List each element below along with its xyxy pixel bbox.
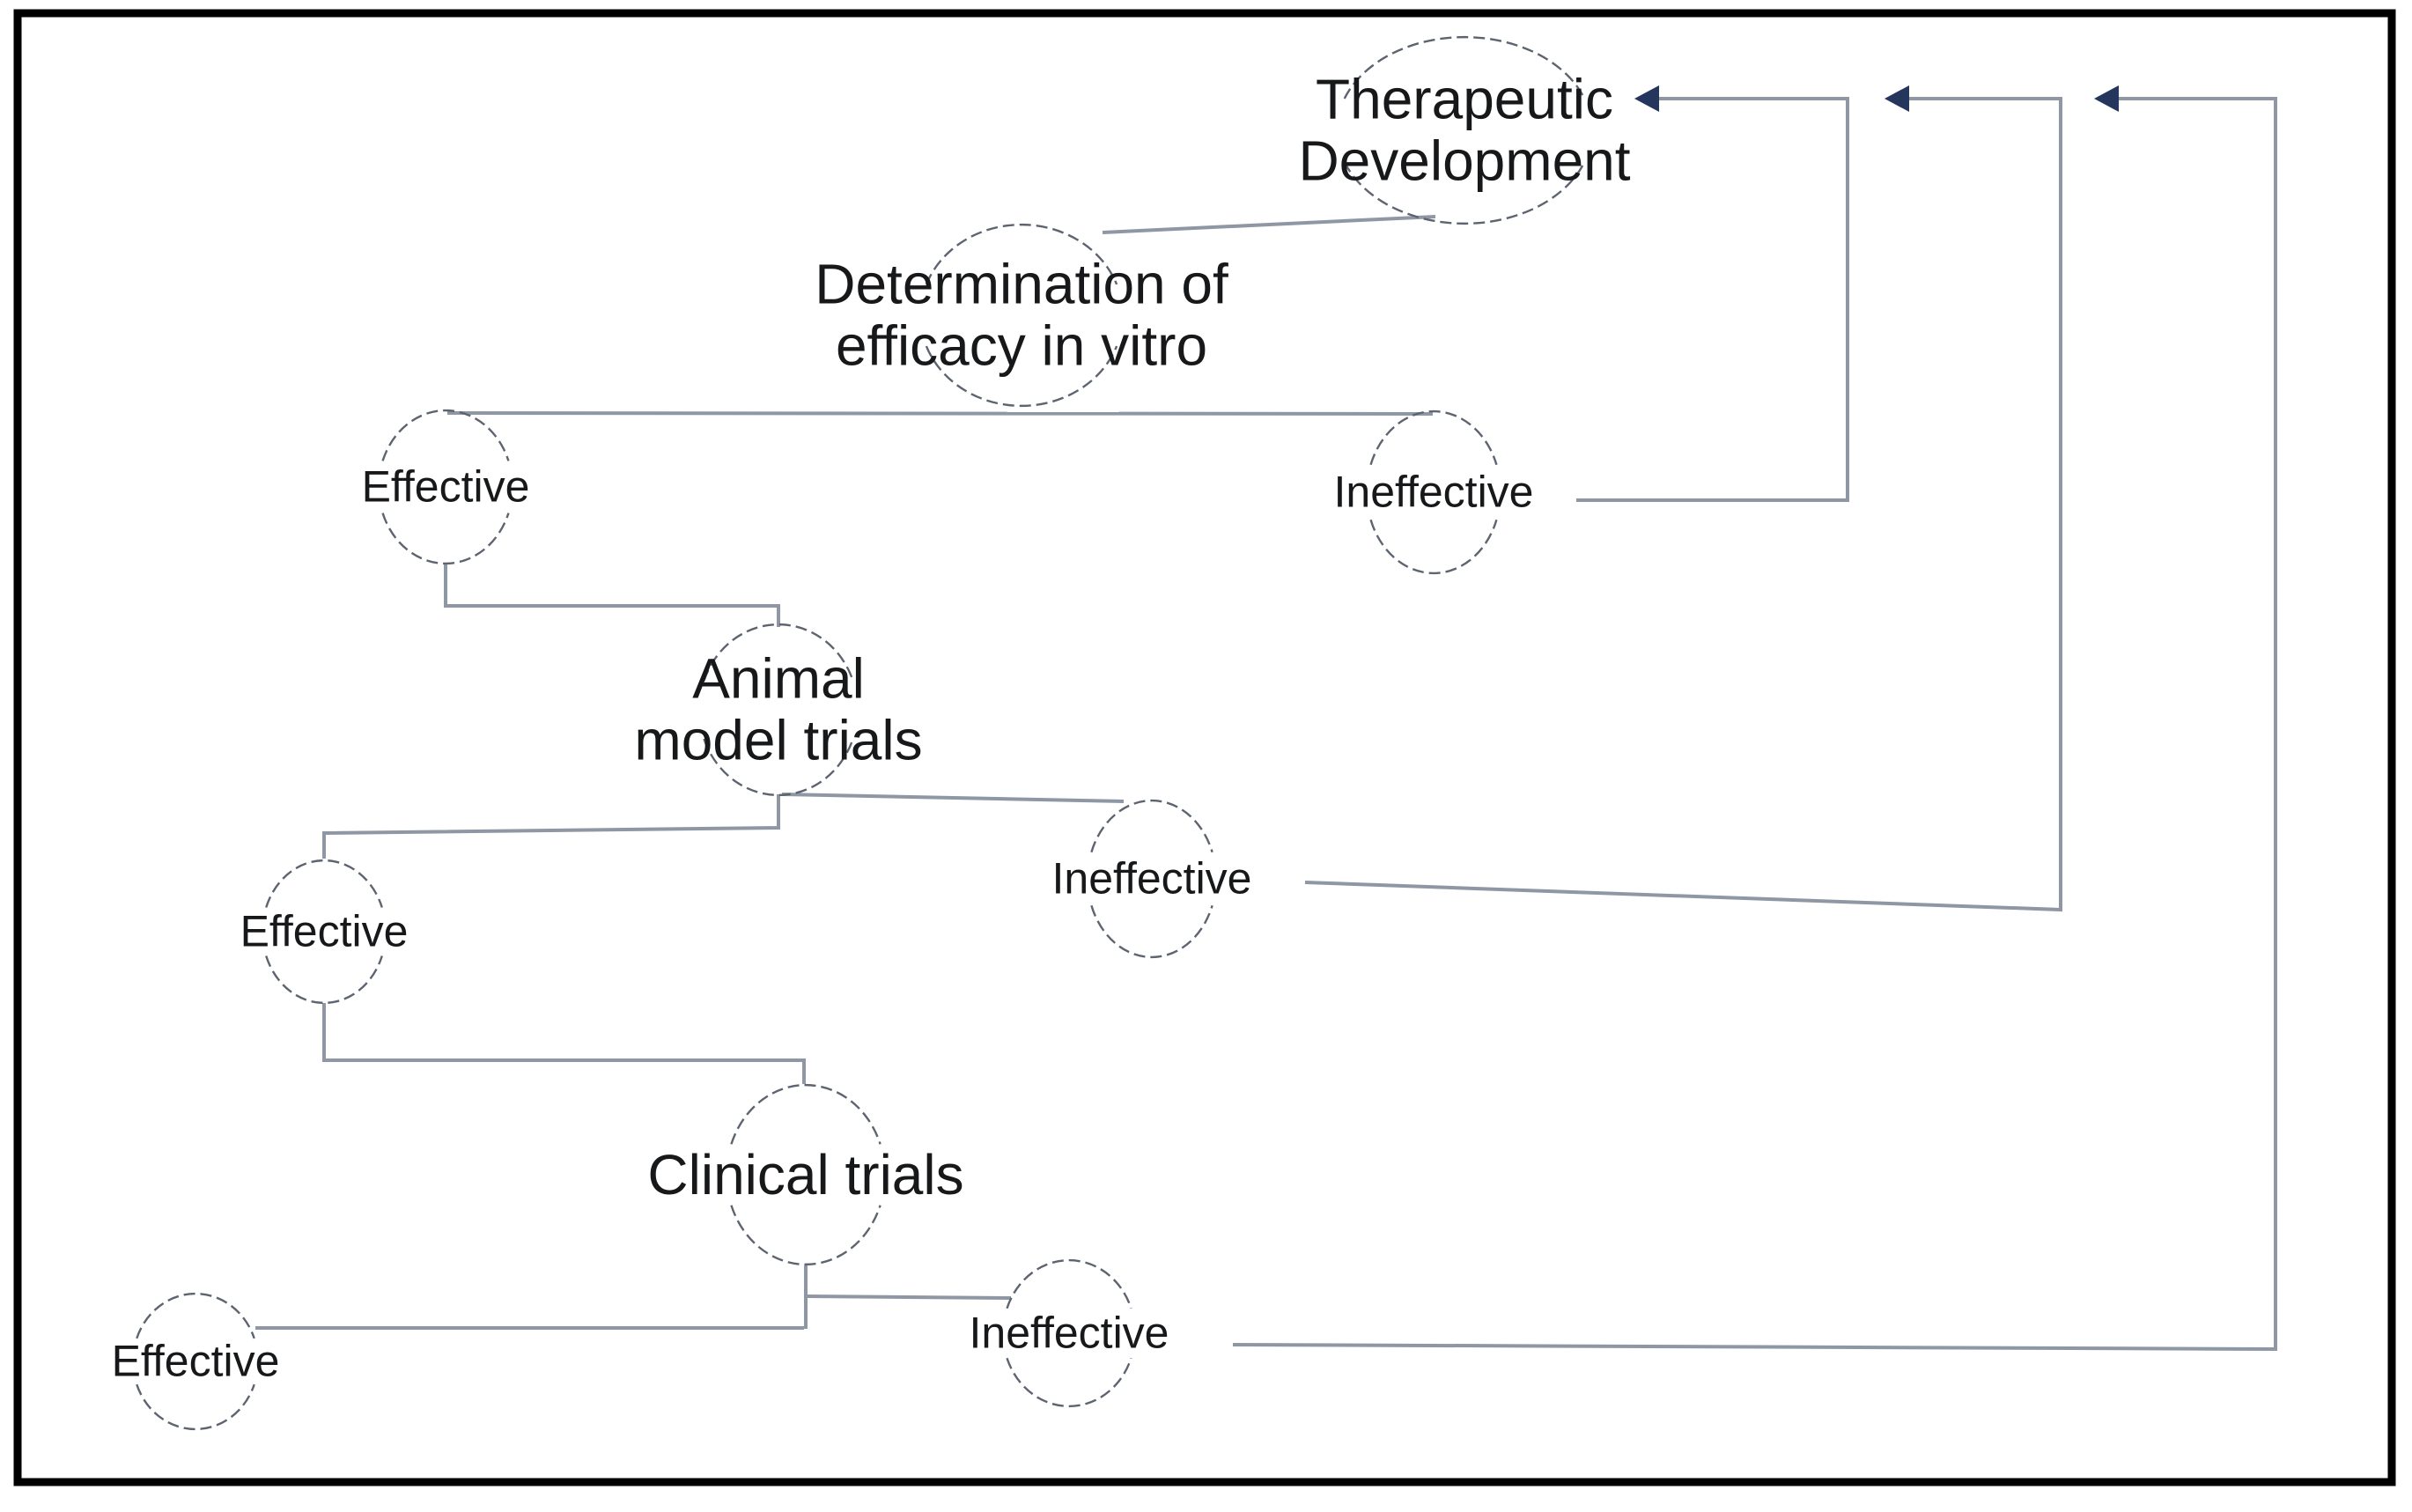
node-circle-top-ineffective-in-vitro (1369, 409, 1498, 466)
node-circle-top-effective-animal (265, 859, 383, 908)
connector-invitro-branch (446, 411, 1434, 416)
connector-feedback-ineffective-invitro (1576, 97, 1849, 502)
connector-feedback-ineffective-animal (1304, 97, 2062, 912)
arrowhead-icon (2094, 85, 2119, 112)
node-circle-bottom-ineffective-clinical (1006, 1357, 1132, 1408)
node-circle-bottom-ineffective-animal (1090, 904, 1213, 959)
connector-clinical-to-ineffective-clinical (807, 1294, 1012, 1300)
node-label-effective-in-vitro: Effective (361, 461, 530, 512)
node-circle-bottom-animal-model-trials (703, 738, 854, 796)
figure-border (13, 9, 2396, 1486)
node-label-animal-model-trials: Animal model trials (634, 646, 923, 772)
node-circle-bottom-determination-efficacy-in-vitro (925, 345, 1118, 408)
node-label-effective-clinical: Effective (111, 1336, 280, 1386)
node-circle-top-therapeutic-development (1343, 35, 1586, 100)
node-label-ineffective-clinical: Ineffective (969, 1308, 1169, 1358)
connector-effective-animal-to-clinical (322, 1003, 806, 1084)
node-circle-bottom-effective-clinical (136, 1383, 255, 1431)
node-label-determination-efficacy-in-vitro: Determination of efficacy in vitro (815, 252, 1228, 378)
arrowhead-icon (1634, 85, 1659, 112)
node-circle-bottom-effective-in-vitro (381, 513, 510, 565)
node-label-effective-animal: Effective (240, 906, 409, 956)
arrowhead-icon (1885, 85, 1909, 112)
connector-det-to-therapeutic (1102, 215, 1436, 234)
node-circle-bottom-therapeutic-development (1343, 161, 1586, 225)
connector-animal-to-effective-animal (322, 794, 780, 859)
node-circle-top-ineffective-animal (1090, 799, 1213, 853)
node-circle-top-ineffective-clinical (1006, 1258, 1132, 1309)
node-circle-top-clinical-trials (730, 1083, 881, 1145)
node-label-ineffective-animal: Ineffective (1051, 853, 1252, 904)
node-circle-top-animal-model-trials (703, 623, 854, 682)
node-label-therapeutic-development: Therapeutic Development (1298, 67, 1631, 193)
node-label-ineffective-in-vitro: Ineffective (1333, 467, 1534, 517)
node-circle-bottom-effective-animal (265, 955, 383, 1005)
node-circle-top-effective-in-vitro (381, 409, 510, 461)
node-circle-bottom-clinical-trials (730, 1205, 881, 1266)
connector-feedback-ineffective-clinical (1232, 97, 2277, 1352)
connector-effective-invitro-to-animal (444, 564, 780, 627)
node-circle-top-determination-efficacy-in-vitro (925, 223, 1118, 285)
node-circle-top-effective-clinical (136, 1292, 255, 1339)
node-label-clinical-trials: Clinical trials (647, 1142, 964, 1206)
node-circle-bottom-ineffective-in-vitro (1369, 519, 1498, 575)
connector-animal-to-ineffective-animal (781, 793, 1125, 803)
